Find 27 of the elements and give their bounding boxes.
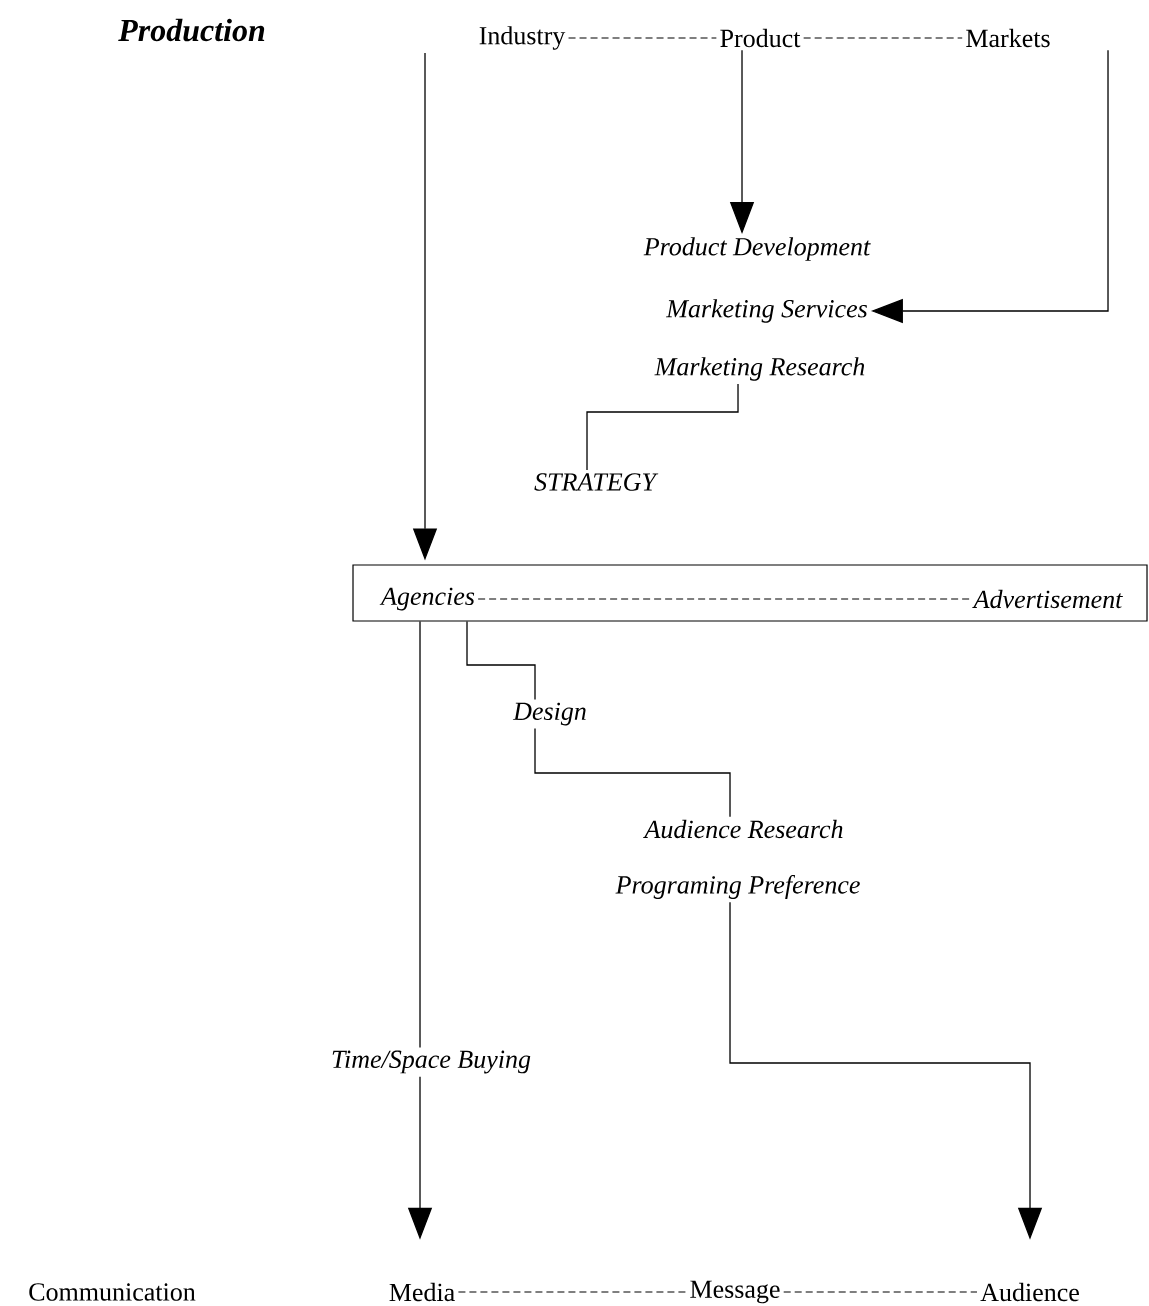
heading-label: Production (118, 18, 265, 42)
dashed-connector (783, 1291, 978, 1293)
connector-line (586, 383, 739, 471)
term-label: Product (720, 28, 801, 48)
term-label: Agencies (379, 587, 475, 611)
term-label: Design (512, 702, 586, 726)
term-label: Programing Preference (615, 875, 860, 899)
heading-label: Communication (29, 1283, 196, 1301)
connector-line (466, 620, 536, 701)
term-label: Media (389, 1282, 455, 1302)
dashed-connector (568, 37, 717, 39)
dashed-connector (803, 37, 963, 39)
term-label: STRATEGY (534, 473, 659, 491)
term-label: Audience (980, 1282, 1079, 1302)
term-label: Product Development (643, 237, 871, 261)
term-label: Advertisement (972, 589, 1123, 609)
term-label: Markets (966, 28, 1050, 48)
connector-line (534, 727, 731, 818)
term-label: Time/Space Buying (332, 1050, 531, 1074)
term-label: Audience Research (643, 819, 843, 839)
connector-line (419, 620, 421, 1049)
term-label: Message (690, 1280, 780, 1304)
term-label: Marketing Services (666, 299, 867, 323)
term-label: Industry (479, 26, 566, 50)
dashed-connector (457, 1291, 687, 1293)
banner-box (352, 564, 1148, 622)
term-label: Marketing Research (654, 357, 865, 381)
